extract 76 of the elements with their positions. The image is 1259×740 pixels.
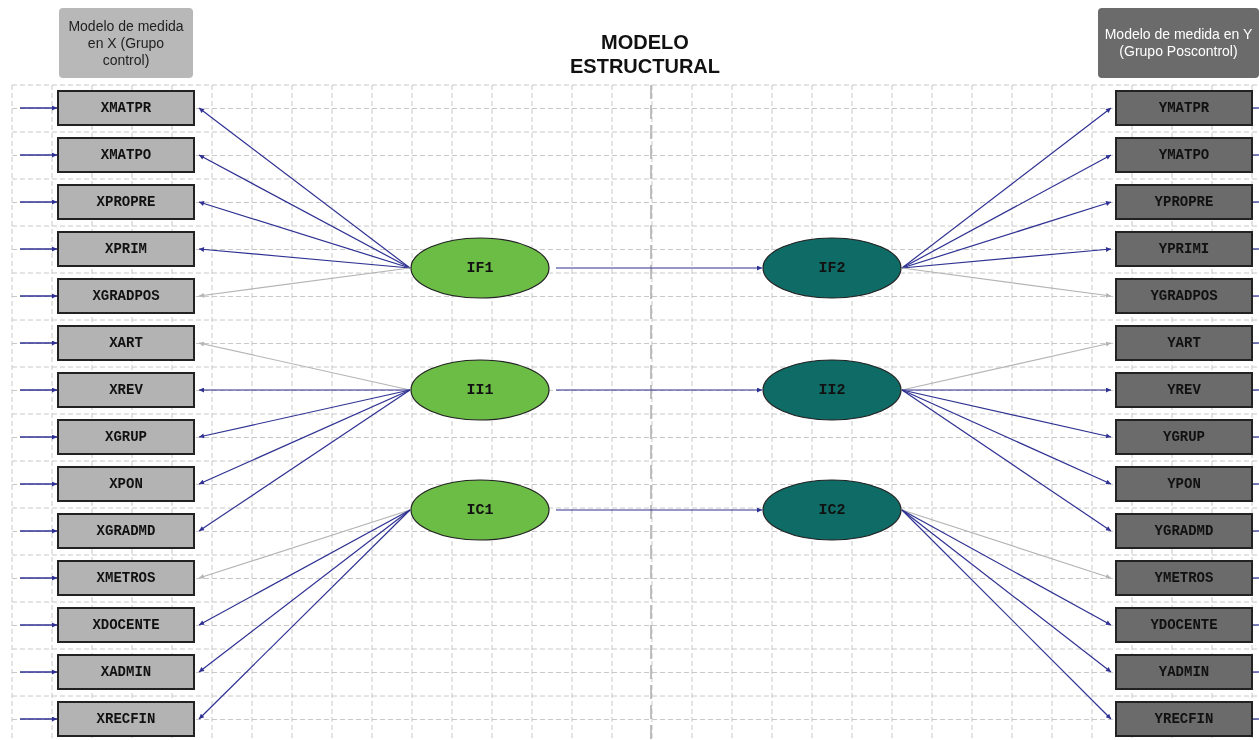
observed-variable-box: YGRADPOS — [1115, 278, 1253, 314]
arrow — [555, 507, 763, 513]
variable-label: II1 — [466, 381, 494, 399]
observed-variable-box: XMATPO — [57, 137, 195, 173]
observed-variable-box: XART — [57, 325, 195, 361]
variable-label: IF1 — [466, 259, 494, 277]
arrow — [901, 154, 1112, 269]
observed-variable-box: XDOCENTE — [57, 607, 195, 643]
observed-variable-box: XGRUP — [57, 419, 195, 455]
arrow — [19, 340, 58, 346]
arrow — [198, 246, 411, 269]
arrow — [19, 152, 58, 158]
arrow — [198, 509, 411, 673]
arrow — [901, 389, 1112, 439]
arrow — [198, 107, 411, 269]
arrow — [198, 389, 411, 439]
observed-variable-box: YART — [1115, 325, 1253, 361]
arrow — [198, 509, 411, 720]
arrow — [198, 509, 411, 579]
arrow — [198, 389, 411, 485]
diagram-title: MODELO ESTRUCTURAL — [569, 30, 721, 78]
arrow — [901, 267, 1112, 298]
arrow — [19, 246, 58, 252]
arrow — [19, 622, 58, 628]
arrow — [198, 387, 411, 393]
arrow — [19, 716, 58, 722]
arrow — [555, 387, 763, 393]
arrow — [19, 387, 58, 393]
arrow — [901, 389, 1112, 485]
observed-variable-box: YPRIMI — [1115, 231, 1253, 267]
arrow — [19, 293, 58, 299]
observed-variable-box: XADMIN — [57, 654, 195, 690]
variable-label: IF2 — [818, 259, 846, 277]
observed-variable-box: YGRADMD — [1115, 513, 1253, 549]
arrow — [555, 265, 763, 271]
observed-variable-box: XMATPR — [57, 90, 195, 126]
observed-variable-box: XGRADMD — [57, 513, 195, 549]
arrow — [901, 389, 1112, 532]
observed-variable-box: XGRADPOS — [57, 278, 195, 314]
arrow — [19, 481, 58, 487]
observed-variable-box: YGRUP — [1115, 419, 1253, 455]
arrow — [19, 434, 58, 440]
arrow — [19, 199, 58, 205]
observed-variable-box: XPRIM — [57, 231, 195, 267]
arrow — [198, 267, 411, 298]
observed-variable-box: XPON — [57, 466, 195, 502]
observed-variable-box: XRECFIN — [57, 701, 195, 737]
variable-label: IC2 — [818, 501, 846, 519]
section-header: Modelo de medida en X (Grupo control) — [59, 8, 193, 78]
observed-variable-box: YMATPO — [1115, 137, 1253, 173]
variable-label: II2 — [818, 381, 846, 399]
observed-variable-box: YPROPRE — [1115, 184, 1253, 220]
arrow — [19, 669, 58, 675]
observed-variable-box: YREV — [1115, 372, 1253, 408]
arrow — [901, 387, 1112, 393]
arrow — [198, 154, 411, 269]
observed-variable-box: XREV — [57, 372, 195, 408]
arrow — [901, 246, 1112, 269]
arrow — [19, 575, 58, 581]
observed-variable-box: YADMIN — [1115, 654, 1253, 690]
observed-variable-box: XPROPRE — [57, 184, 195, 220]
arrow — [19, 105, 58, 111]
observed-variable-box: YDOCENTE — [1115, 607, 1253, 643]
observed-variable-box: YMETROS — [1115, 560, 1253, 596]
observed-variable-box: YPON — [1115, 466, 1253, 502]
arrow — [198, 389, 411, 532]
section-header: Modelo de medida en Y (Grupo Poscontrol) — [1098, 8, 1259, 78]
observed-variable-box: YMATPR — [1115, 90, 1253, 126]
arrow — [19, 528, 58, 534]
variable-label: IC1 — [466, 501, 494, 519]
arrow — [901, 509, 1112, 720]
arrow — [901, 509, 1112, 579]
arrow — [901, 509, 1112, 673]
arrow — [901, 107, 1112, 269]
observed-variable-box: XMETROS — [57, 560, 195, 596]
observed-variable-box: YRECFIN — [1115, 701, 1253, 737]
